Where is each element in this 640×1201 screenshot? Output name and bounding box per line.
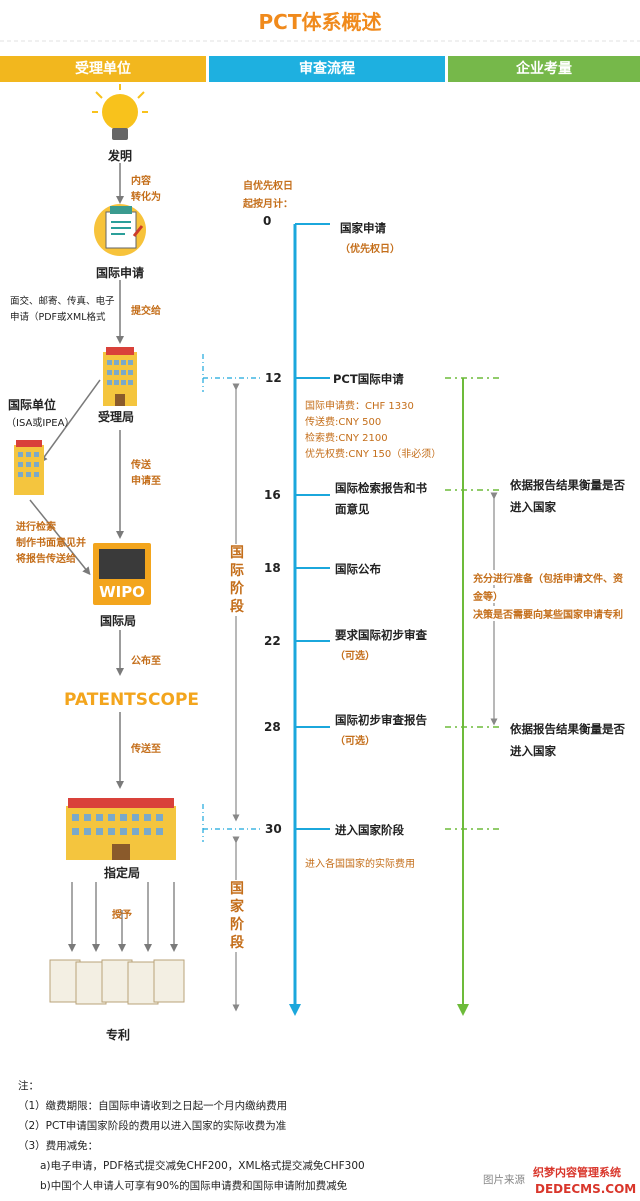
prepare-line2: 金等） (473, 588, 503, 603)
lightbulb-icon (92, 84, 148, 140)
intl-bureau-label: 国际局 (100, 614, 137, 628)
header-review-process: 审查流程 (209, 56, 445, 82)
note-3b: b)中国个人申请人可享有90%的国际申请费和国际申请附加费减免 (40, 1180, 348, 1192)
submit-methods-line2: 申请（PDF或XML格式 (10, 312, 106, 323)
wipo-logo: WIPO (93, 543, 151, 605)
month-16: 16 (264, 488, 281, 502)
step-pct-application: PCT国际申请 (333, 372, 404, 386)
step-search-report-line2: 面意见 (335, 502, 370, 516)
step-priority-date: （优先权日） (340, 244, 400, 255)
step-national-application: 国家申请 (340, 221, 386, 235)
title-divider (0, 40, 640, 42)
receiving-office-building-icon (103, 347, 137, 406)
invention-label: 发明 (108, 149, 133, 163)
watermark: 织梦内容管理系统 DEDECMS.COM (529, 1162, 640, 1201)
step-request-prelim-exam: 要求国际初步审查 (335, 628, 427, 642)
step-prelim-exam-report-optional: （可选） (335, 736, 375, 747)
priority-note-line1: 自优先权日 (243, 181, 293, 192)
step-search-report-line1: 国际检索报告和书 (335, 481, 427, 495)
designated-office-label: 指定局 (104, 866, 141, 880)
search-note-line2: 制作书面意见并 (16, 538, 86, 549)
intl-application-label: 国际申请 (96, 266, 145, 280)
page-title: PCT体系概述 (258, 10, 382, 34)
fee-transmittal: 传送费:CNY 500 (305, 417, 382, 428)
transmit-note-line1: 传送 (131, 460, 151, 471)
receiving-office-label: 受理局 (98, 410, 135, 424)
prepare-line1: 充分进行准备（包括申请文件、资 (473, 570, 623, 585)
publish-to-label: 公布至 (131, 656, 161, 667)
note-3: （3）费用减免： (18, 1140, 99, 1152)
step-intl-publication: 国际公布 (335, 562, 381, 576)
intl-unit-label: 国际单位 (8, 398, 57, 412)
consider2-line2: 进入国家 (510, 744, 556, 758)
month-0: 0 (263, 214, 272, 228)
fee-intl-application: 国际申请费：CHF 1330 (305, 401, 414, 412)
header-enterprise-considerations: 企业考量 (448, 56, 640, 82)
consider2-line1: 依据报告结果衡量是否 (510, 722, 625, 736)
designated-office-building-icon (66, 798, 176, 860)
transmit-note-line2: 申请至 (131, 476, 161, 487)
month-30: 30 (264, 822, 283, 836)
month-18: 18 (264, 561, 281, 575)
note-2: （2）PCT申请国家阶段的费用以进入国家的实际收费为准 (18, 1120, 287, 1132)
month-22: 22 (264, 634, 281, 648)
month-28: 28 (264, 720, 281, 734)
content-note-line1: 内容 (131, 176, 151, 187)
prepare-line3: 决策是否需要向某些国家申请专利 (473, 606, 623, 621)
step-prelim-exam-report: 国际初步审查报告 (335, 713, 427, 727)
search-note-line3: 将报告传送给 (16, 554, 76, 565)
phase-national-label: 国家阶段 (229, 880, 245, 952)
fee-priority: 优先权费:CNY 150（非必须） (305, 449, 442, 460)
patent-label: 专利 (106, 1028, 131, 1042)
consider1-line2: 进入国家 (510, 500, 556, 514)
image-source: 图片来源 (483, 1174, 525, 1186)
submit-to-label: 提交给 (131, 306, 161, 317)
national-fee-note: 进入各国国家的实际费用 (305, 859, 415, 870)
phase-intl-label: 国际阶段 (229, 544, 245, 616)
content-note-line2: 转化为 (131, 192, 161, 203)
application-form-icon (94, 204, 146, 256)
month-12: 12 (264, 371, 283, 385)
patentscope-logo: PATENTSCOPE (64, 690, 200, 710)
consider1-line1: 依据报告结果衡量是否 (510, 478, 625, 492)
header-acceptance-unit: 受理单位 (0, 56, 206, 82)
intl-unit-sub-label: （ISA或IPEA） (6, 418, 75, 429)
transmit-to-label: 传送至 (131, 744, 161, 755)
patent-certificates-icon (49, 959, 185, 1005)
submit-methods-line1: 面交、邮寄、传真、电子 (10, 296, 115, 307)
step-request-prelim-exam-optional: （可选） (335, 651, 375, 662)
notes-head: 注： (18, 1080, 39, 1092)
international-unit-building-icon (14, 440, 44, 495)
grant-label: 授予 (112, 910, 132, 921)
fee-search: 检索费:CNY 2100 (305, 433, 388, 444)
note-3a: a)电子申请，PDF格式提交减免CHF200，XML格式提交减免CHF300 (40, 1160, 365, 1172)
note-1: （1）缴费期限：自国际申请收到之日起一个月内缴纳费用 (18, 1100, 288, 1112)
priority-note-line2: 起按月计： (243, 199, 293, 210)
search-note-line1: 进行检索 (16, 522, 56, 533)
step-enter-national-phase: 进入国家阶段 (335, 823, 404, 837)
